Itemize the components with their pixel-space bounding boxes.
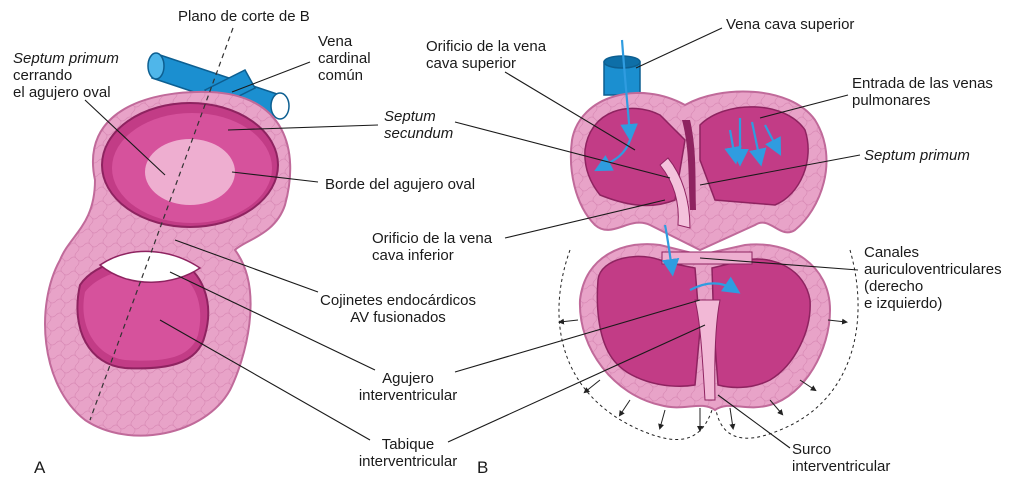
growth-outline [558,249,859,440]
label-foramen-ovale-border: Borde del agujero oval [325,176,476,193]
label-interventricular-sulcus: Surco interventricular [792,441,891,475]
label-septum-primum-a-desc: cerrando el agujero oval [13,67,111,101]
label-septum-primum-b: Septum primum [864,147,970,164]
label-pulmonary-veins: Entrada de las venas pulmonares [852,75,993,109]
panel-b-letter: B [477,458,489,477]
label-endocardial-cushions: Cojinetes endocárdicos AV fusionados [320,292,476,326]
label-svc-orifice: Orificio de la vena cava superior [426,38,547,72]
panel-a-heart [44,52,292,437]
panel-a-leaders [84,61,379,441]
cutting-plane-line [89,27,234,421]
foramen-ovale [145,139,235,205]
label-ivc-orifice: Orificio de la vena cava inferior [372,230,493,264]
panel-a-letter: A [34,458,46,477]
label-interventricular-septum: Tabique interventricular [358,436,458,470]
superior-vena-cava [603,55,641,96]
label-common-cardinal-vein: Vena cardinal común [318,33,371,84]
growth-arrows [558,318,848,432]
panel-b-leaders [447,27,861,449]
panel-b-heart [569,55,832,412]
blood-flow-arrows [594,39,782,294]
label-cutting-plane: Plano de corte de B [178,8,310,25]
label-superior-vena-cava: Vena cava superior [726,16,855,33]
label-interventricular-foramen: Agujero interventricular [358,370,458,404]
label-av-canals: Canales auriculoventriculares (derecho e… [864,244,1002,312]
label-septum-primum-a: Septum primum [13,50,119,67]
label-septum-secundum: Septum secundum [384,108,454,142]
